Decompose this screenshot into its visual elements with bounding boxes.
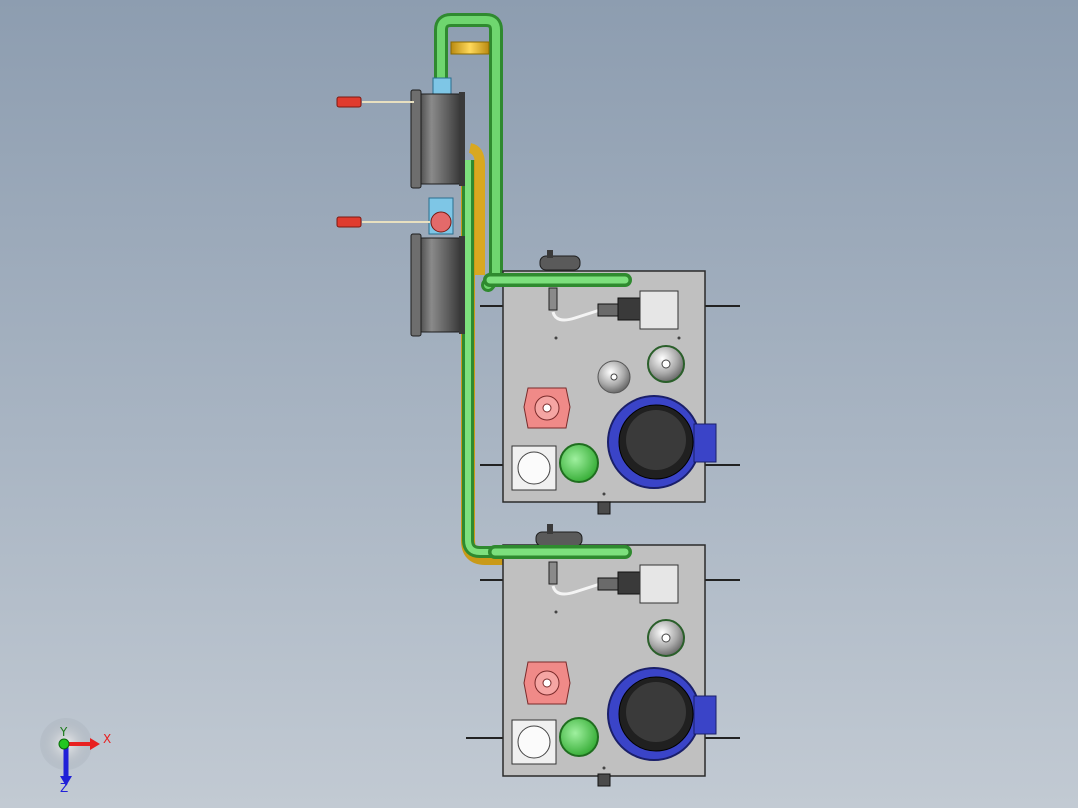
pipe-loop-top (434, 13, 503, 292)
triad-axis-icon[interactable]: X Y Z (40, 718, 111, 795)
axis-y-label: Y (59, 725, 68, 739)
vertical-pipe (461, 143, 530, 565)
unit-lower (466, 524, 740, 787)
middle-valve (336, 197, 454, 235)
unit-upper (480, 250, 740, 515)
lower-drum (410, 233, 465, 337)
axis-x-label: X (103, 732, 111, 746)
upper-drum (336, 77, 465, 189)
axis-z-label: Z (60, 781, 68, 795)
